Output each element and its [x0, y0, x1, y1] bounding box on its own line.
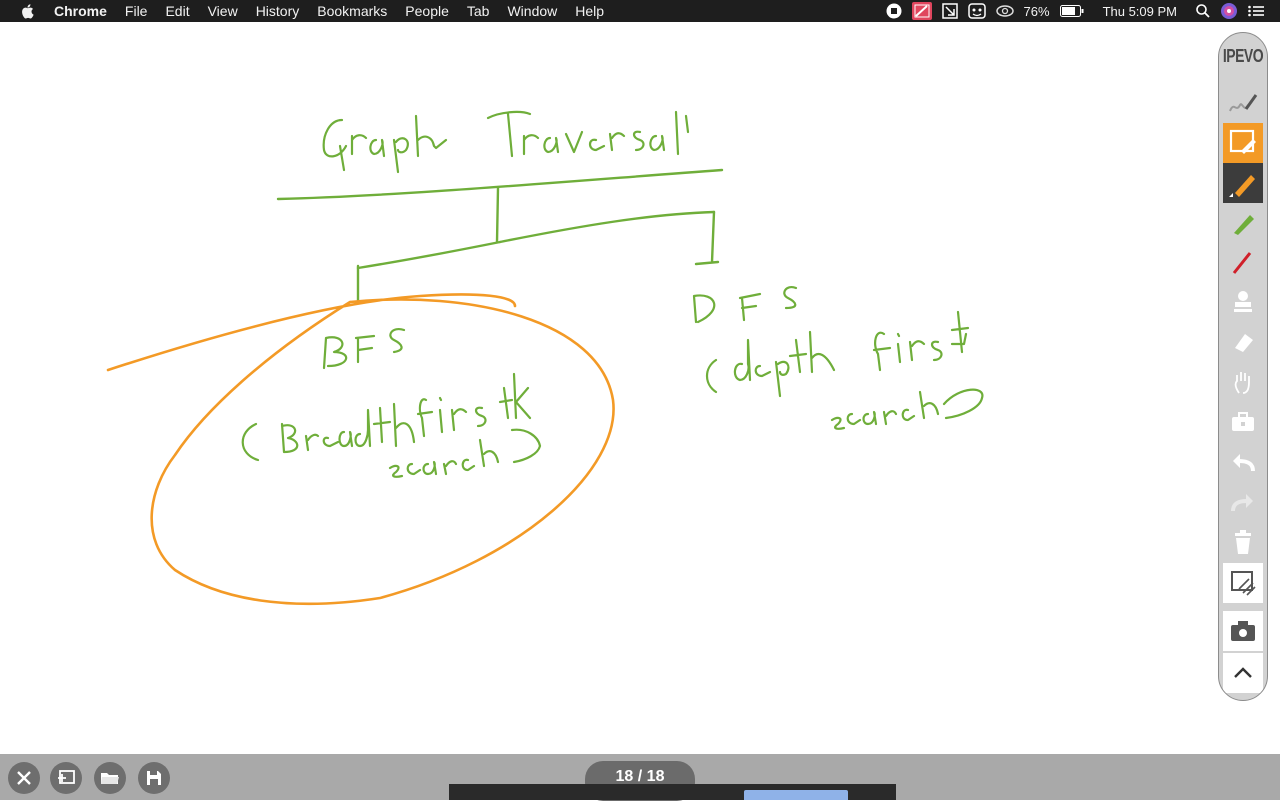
- screenshot-app-icon[interactable]: [941, 0, 958, 22]
- handwriting-bfs-stroke: [322, 328, 406, 370]
- dock-strip: [449, 784, 896, 800]
- handwriting-title-stroke: [322, 110, 690, 174]
- battery-percent: 76%: [1023, 3, 1050, 19]
- hand-pan-icon[interactable]: [1224, 363, 1262, 401]
- handwriting-breadth-stroke: [241, 372, 542, 478]
- handwritten-annotation: [106, 110, 984, 606]
- menu-people[interactable]: People: [405, 3, 449, 19]
- apple-icon[interactable]: [20, 3, 36, 19]
- whiteboard-icon[interactable]: [1223, 563, 1263, 603]
- collapse-chevron-icon[interactable]: [1223, 653, 1263, 693]
- new-page-icon[interactable]: [50, 762, 82, 794]
- eraser-icon[interactable]: [1224, 323, 1262, 361]
- annotate-mode-icon[interactable]: [1223, 123, 1263, 163]
- dock-tab[interactable]: [744, 790, 848, 800]
- toolbox-icon[interactable]: [1224, 403, 1262, 441]
- trash-icon[interactable]: [1224, 523, 1262, 561]
- undo-icon[interactable]: [1224, 443, 1262, 481]
- menu-help[interactable]: Help: [575, 3, 605, 19]
- tree-top-line: [276, 168, 724, 201]
- redo-icon[interactable]: [1224, 483, 1262, 521]
- annotate-app-icon[interactable]: [911, 0, 932, 22]
- camera-icon[interactable]: [1223, 611, 1263, 651]
- menu-view[interactable]: View: [207, 3, 238, 19]
- spotlight-search-icon[interactable]: [1196, 0, 1210, 22]
- status-area: 76% Thu 5:09 PM: [881, 0, 1280, 22]
- ipevo-toolbar: IPEVO: [1218, 32, 1268, 701]
- signature-pen-icon[interactable]: [1224, 85, 1262, 123]
- clock[interactable]: Thu 5:09 PM: [1102, 3, 1177, 19]
- menu-tab[interactable]: Tab: [466, 3, 490, 19]
- whiteboard-canvas[interactable]: [0, 22, 1280, 754]
- menu-edit[interactable]: Edit: [165, 3, 190, 19]
- menu-bar: Chrome File Edit View History Bookmarks …: [0, 0, 1280, 22]
- battery-icon[interactable]: [1059, 0, 1084, 22]
- green-pen-icon[interactable]: [1224, 203, 1262, 241]
- close-icon[interactable]: [8, 762, 40, 794]
- tree-branch-right: [498, 210, 716, 244]
- face-app-icon[interactable]: [967, 0, 986, 22]
- orange-highlight-ellipse: [106, 293, 615, 606]
- menu-window[interactable]: Window: [507, 3, 558, 19]
- ipevo-logo: IPEVO: [1222, 44, 1264, 66]
- menu-history[interactable]: History: [255, 3, 300, 19]
- record-stop-icon[interactable]: [886, 0, 902, 22]
- tree-stem: [495, 186, 500, 244]
- menu-file[interactable]: File: [124, 3, 148, 19]
- notification-center-icon[interactable]: [1248, 0, 1264, 22]
- tree-drop-right: [694, 210, 720, 266]
- red-pen-icon[interactable]: [1224, 243, 1262, 281]
- handwriting-depth-first-stroke: [705, 310, 984, 430]
- stamp-icon[interactable]: [1224, 283, 1262, 321]
- siri-icon[interactable]: [1220, 0, 1238, 22]
- open-folder-icon[interactable]: [94, 762, 126, 794]
- orange-pen-icon[interactable]: [1223, 163, 1263, 203]
- menu-chrome[interactable]: Chrome: [54, 3, 107, 19]
- save-icon[interactable]: [138, 762, 170, 794]
- handwriting-dfs-stroke: [692, 286, 798, 324]
- tree-branch-left: [356, 240, 502, 270]
- cloud-sync-icon[interactable]: [995, 0, 1014, 22]
- menu-bookmarks[interactable]: Bookmarks: [317, 3, 388, 19]
